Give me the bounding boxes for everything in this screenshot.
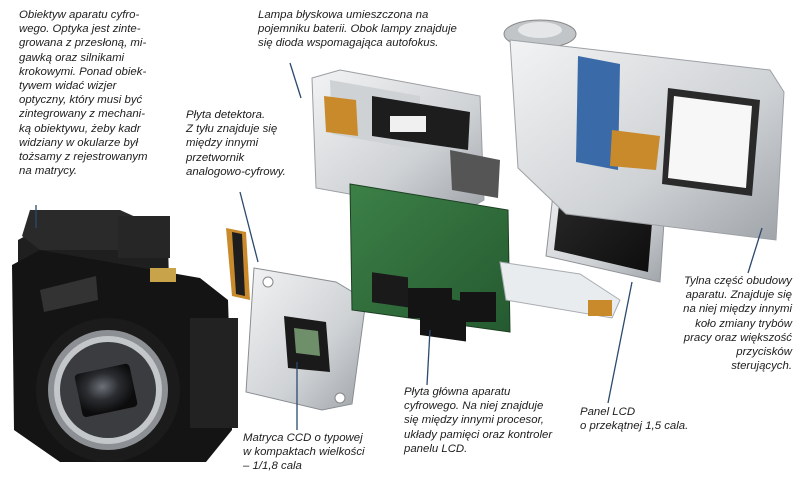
callout-line: się dioda wspomagająca autofokus. [258,37,439,50]
leader-lines [35,62,763,430]
callout-line: sterujących. [731,360,792,373]
callout-line: Tylna część obudowy [683,275,792,287]
callout-line: Lampa błyskowa umieszczona na [258,9,429,21]
callout-tylna-czesc: Tylna część obudowy aparatu. Znajduje si… [646,274,792,373]
callout-line: aparatu. Znajduje się [685,289,792,302]
leader-tylna-czesc [747,227,763,274]
callout-line: gawką oraz silnikami [19,51,125,64]
callout-line: cyfrowego. Na niej znajduje [404,400,544,413]
callout-line: optyczny, który musi być [19,94,143,107]
callout-line: tożsamy z rejestrowanym [19,151,148,164]
callout-line: się między innymi procesor, [404,414,544,427]
ccd-sensor [284,316,330,372]
callout-line: między innymi [186,137,259,150]
callout-line: na matrycy. [19,165,78,178]
callout-line: przycisków [736,346,792,359]
callout-line: przetwornik [186,151,245,164]
main-pcb [349,183,621,342]
back-housing [503,19,785,241]
callout-line: Z tyłu znajduje się [186,123,278,136]
callout-line: zintegrowany z mechani- [19,108,145,121]
callout-panel-lcd: Panel LCD o przekątnej 1,5 cala. [580,405,720,433]
callout-line: o przekątnej 1,5 cala. [580,420,689,433]
callout-line: na niej między innymi [683,303,792,316]
callout-line: pojemniku baterii. Obok lampy znajduje [258,23,457,36]
leader-plyta-detektora [239,191,259,263]
leader-plyta-glowna [426,329,431,386]
leader-panel-lcd [607,281,633,404]
callout-line: wego. Optyka jest zinte- [19,23,141,36]
callout-plyta-detektora: Płyta detektora. Z tyłu znajduje się mię… [186,108,326,179]
flash-battery-housing [311,69,500,215]
callout-line: układy pamięci oraz kontroler [404,428,553,441]
callout-line: krokowymi. Ponad obiek- [19,65,147,78]
callout-line: growana z przesłoną, mi- [19,37,147,50]
callout-line: pracy oraz większość [683,331,792,344]
callout-lampa: Lampa błyskowa umieszczona na pojemniku … [258,8,488,51]
callout-plyta-glowna: Płyta główna aparatu cyfrowego. Na niej … [404,385,584,456]
callout-line: Matryca CCD o typowej [243,432,363,444]
callout-line: panelu LCD. [404,442,468,455]
callout-line: widziany w okularze był [19,136,139,149]
lens-assembly [12,210,238,462]
callout-obiektyw: Obiektyw aparatu cyfro- wego. Optyka jes… [19,8,169,178]
callout-line: koło zmiany trybów [695,317,792,330]
callout-matryca: Matryca CCD o typowej w kompaktach wielk… [243,431,403,474]
callout-line: analogowo-cyfrowy. [186,165,286,178]
leader-lampa [289,62,302,99]
callout-line: – 1/1,8 cala [243,460,302,473]
callout-line: tywem widać wizjer [19,80,117,93]
callout-line: w kompaktach wielkości [243,446,365,459]
callout-line: Obiektyw aparatu cyfro- [19,9,140,21]
callout-line: Panel LCD [580,406,636,418]
callout-line: ką obiektywu, żeby kadr [19,122,141,135]
callout-line: Płyta główna aparatu [404,386,511,398]
callout-line: Płyta detektora. [186,109,266,121]
